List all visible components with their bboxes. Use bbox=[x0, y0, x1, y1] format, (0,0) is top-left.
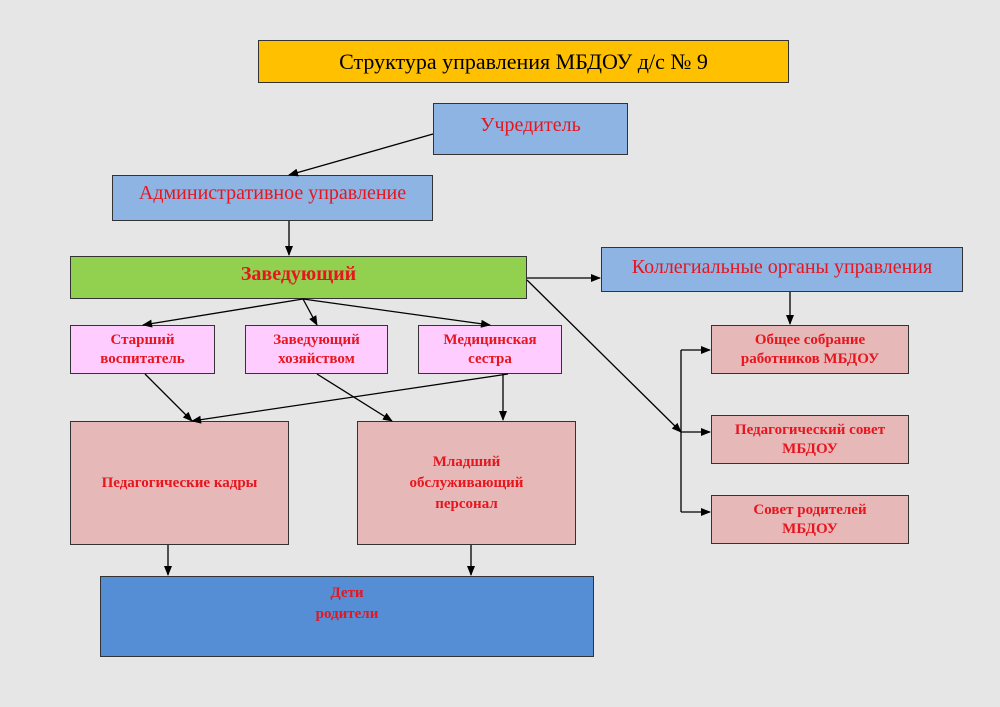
children-parents-box: Дети родители bbox=[100, 576, 594, 657]
arrow-head-councils bbox=[526, 279, 682, 433]
children-parents-label: Дети родители bbox=[315, 585, 379, 622]
junior-staff-box: Младший обслуживающий персонал bbox=[357, 421, 576, 545]
parents-council-label: Совет родителей МБДОУ bbox=[753, 501, 867, 537]
page-title: Структура управления МБДОУ д/с № 9 bbox=[258, 40, 789, 83]
pedagogical-council-label: Педагогический совет МБДОУ bbox=[734, 421, 886, 457]
parents-council-box: Совет родителей МБДОУ bbox=[711, 495, 909, 544]
page-title-text: Структура управления МБДОУ д/с № 9 bbox=[339, 48, 708, 74]
pedagogical-council-box: Педагогический совет МБДОУ bbox=[711, 415, 909, 464]
head-box: Заведующий bbox=[70, 256, 527, 299]
collegial-label: Коллегиальные органы управления bbox=[631, 256, 933, 278]
arrow-nurse-teaching bbox=[191, 373, 509, 424]
arrow-founder-admin bbox=[288, 133, 434, 177]
nurse-box: Медицинская сестра bbox=[418, 325, 562, 374]
head-label: Заведующий bbox=[240, 263, 357, 285]
supply-manager-label: Заведующий хозяйством bbox=[273, 331, 360, 367]
nurse-label: Медицинская сестра bbox=[443, 331, 537, 367]
arrow-head-senior-educator bbox=[142, 298, 304, 328]
admin-box: Административное управление bbox=[112, 175, 433, 221]
junior-staff-label: Младший обслуживающий персонал bbox=[409, 453, 524, 512]
teaching-staff-box: Педагогические кадры bbox=[70, 421, 289, 545]
supply-manager-box: Заведующий хозяйством bbox=[245, 325, 388, 374]
teaching-staff-label: Педагогические кадры bbox=[101, 474, 258, 491]
founder-box: Учредитель bbox=[433, 103, 628, 155]
collegial-box: Коллегиальные органы управления bbox=[601, 247, 963, 292]
arrow-head-nurse bbox=[302, 298, 491, 328]
founder-label: Учредитель bbox=[480, 114, 581, 136]
arrow-supply-junior bbox=[316, 373, 393, 422]
general-meeting-box: Общее собрание работников МБДОУ bbox=[711, 325, 909, 374]
senior-educator-label: Старший воспитатель bbox=[100, 331, 185, 367]
general-meeting-label: Общее собрание работников МБДОУ bbox=[740, 331, 880, 367]
admin-label: Административное управление bbox=[138, 182, 407, 204]
arrow-head-supply-manager bbox=[302, 298, 318, 326]
arrow-educator-teaching bbox=[144, 373, 193, 422]
